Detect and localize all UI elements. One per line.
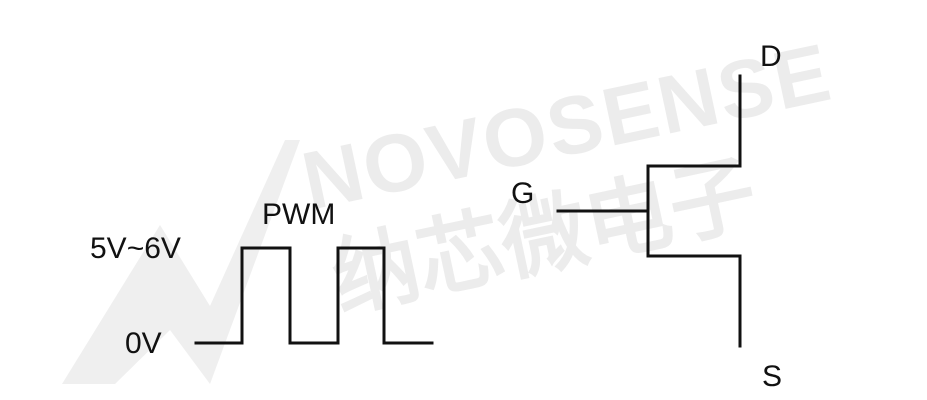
pwm-signal: PWM 5V~6V 0V [90, 198, 434, 360]
pwm-title: PWM [262, 198, 335, 231]
pwm-high-level-label: 5V~6V [90, 232, 181, 265]
watermark-logo-mark [62, 140, 300, 384]
gate-label: G [511, 177, 534, 210]
drain-lead [646, 74, 742, 168]
pwm-low-level-label: 0V [125, 327, 162, 360]
pwm-waveform [194, 246, 434, 345]
drain-label: D [760, 40, 782, 73]
transistor-symbol: G D S [511, 40, 782, 393]
source-lead [646, 254, 742, 348]
source-label: S [762, 360, 782, 393]
watermark: NOVOSENSE 纳芯微电子 [62, 27, 839, 384]
